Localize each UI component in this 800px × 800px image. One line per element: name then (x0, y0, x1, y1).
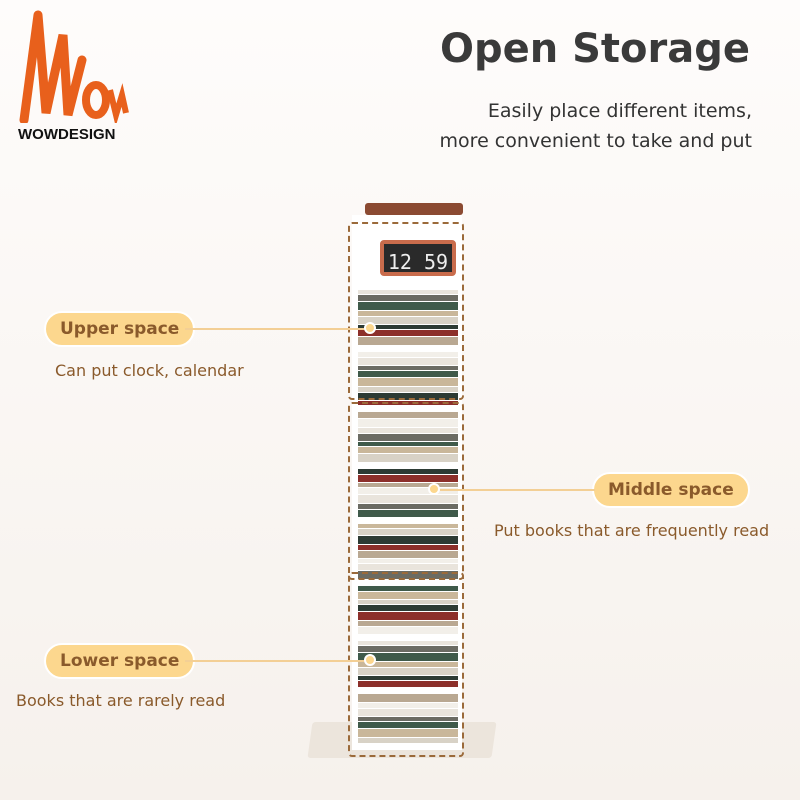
upper-space-outline (348, 222, 464, 400)
middle-connector (440, 489, 595, 491)
book-spine (358, 495, 458, 503)
book-spine (358, 325, 458, 329)
book-spine (358, 551, 458, 558)
lower-space-label: Lower space (44, 643, 196, 679)
book-spine (358, 434, 458, 441)
book-spine (358, 393, 458, 400)
book-spine (358, 483, 458, 487)
book-spine (358, 662, 458, 667)
book-spine (358, 545, 458, 550)
lower-dot (364, 654, 376, 666)
lower-space-description: Books that are rarely read (16, 691, 226, 710)
bookshelf-tower (352, 215, 462, 750)
book-spine (358, 352, 458, 357)
book-spine (358, 536, 458, 544)
brand-name: WOWDESIGN (18, 126, 116, 143)
book-spine (358, 447, 458, 453)
book-spine (358, 510, 458, 517)
book-spine (358, 592, 458, 599)
book-spine (358, 412, 458, 418)
book-spine (358, 627, 458, 634)
subtitle-line-2: more convenient to take and put (439, 130, 752, 152)
book-spine (358, 646, 458, 652)
book-spine (358, 529, 458, 535)
book-spine (358, 454, 458, 462)
book-spine (358, 738, 458, 743)
book-spine (358, 722, 458, 728)
book-spine (358, 717, 458, 721)
book-spine (358, 564, 458, 570)
subtitle-line-1: Easily place different items, (487, 100, 752, 122)
upper-dot (364, 322, 376, 334)
book-spine (358, 504, 458, 509)
middle-space-description: Put books that are frequently read (494, 521, 770, 540)
wow-logo (19, 10, 129, 123)
book-spine (358, 488, 458, 494)
upper-connector (185, 328, 365, 330)
book-spine (358, 371, 458, 377)
upper-space-label: Upper space (44, 311, 196, 347)
book-spine (358, 676, 458, 680)
book-spine (358, 653, 458, 661)
book-spine (358, 694, 458, 702)
book-spine (358, 559, 458, 563)
book-spine (358, 442, 458, 446)
book-spine (358, 302, 458, 310)
top-book (365, 203, 463, 215)
lower-space-outline (348, 572, 464, 757)
book-spine (358, 600, 458, 604)
middle-dot (428, 483, 440, 495)
flip-clock: 12 59 (380, 240, 456, 276)
book-spine (358, 668, 458, 675)
book-spine (358, 709, 458, 716)
book-spine (358, 641, 458, 645)
book-spine (358, 621, 458, 626)
book-spine (358, 337, 458, 345)
book-spine (358, 703, 458, 708)
book-spine (358, 524, 458, 528)
upper-space-description: Can put clock, calendar (55, 361, 244, 380)
middle-space-outline (348, 402, 464, 580)
book-spine (358, 290, 458, 294)
book-spine (358, 358, 458, 365)
middle-space-label: Middle space (592, 472, 750, 508)
book-spine (358, 295, 458, 301)
page-title: Open Storage (439, 26, 750, 72)
book-spine (358, 605, 458, 611)
book-spine (358, 378, 458, 386)
book-spine (358, 317, 458, 324)
book-spine (358, 419, 458, 427)
book-spine (358, 729, 458, 737)
book-spine (358, 586, 458, 591)
book-spine (358, 571, 458, 579)
book-spine (358, 681, 458, 687)
book-spine (358, 428, 458, 433)
book-spine (358, 311, 458, 316)
book-spine (358, 475, 458, 482)
book-spine (358, 612, 458, 620)
book-spine (358, 469, 458, 474)
book-spine (358, 387, 458, 392)
book-spine (358, 330, 458, 336)
lower-connector (185, 660, 365, 662)
book-spine (358, 366, 458, 370)
